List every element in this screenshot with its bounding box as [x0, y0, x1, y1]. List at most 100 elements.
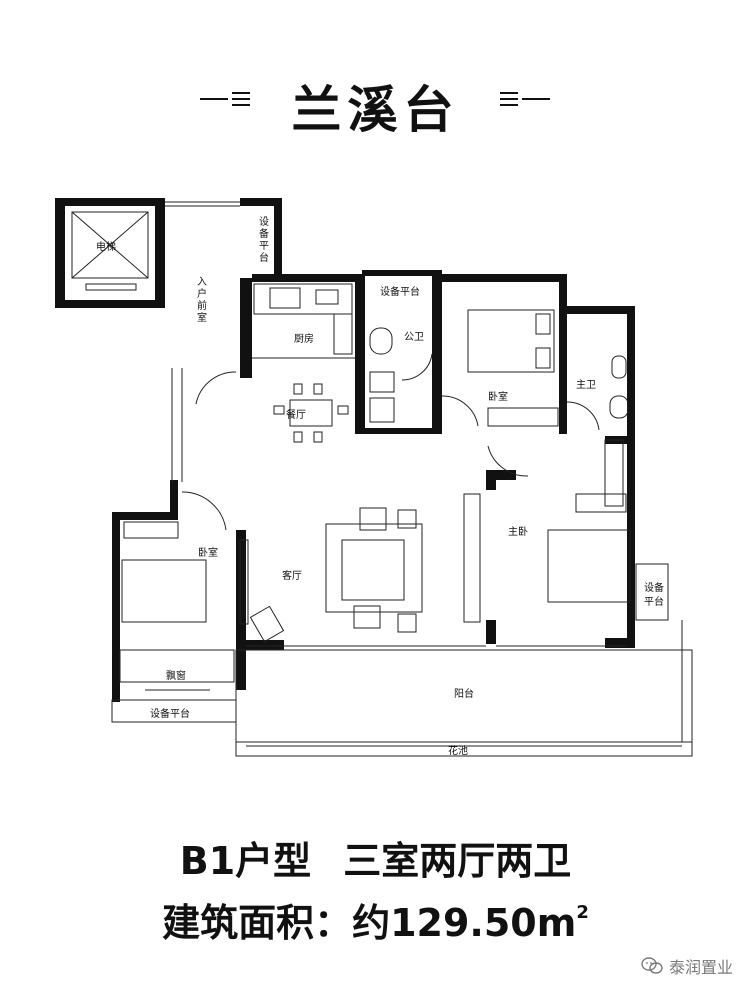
- wall: [355, 274, 365, 434]
- room-label-equip-right: 设备平台: [644, 583, 664, 608]
- title-deco-line: [232, 104, 250, 106]
- title-deco-line: [500, 104, 518, 106]
- room-label-bay-window: 飘窗: [166, 671, 186, 682]
- armchair: [353, 605, 381, 629]
- wall: [605, 638, 635, 648]
- wardrobe: [123, 521, 179, 539]
- wall: [112, 512, 177, 520]
- door-arc: [441, 395, 479, 427]
- room-label-elevator: 电梯: [96, 242, 116, 253]
- room-label-bedroom-top: 卧室: [488, 392, 508, 403]
- wardrobe: [487, 407, 559, 427]
- appliance: [315, 289, 339, 305]
- elevator-cabin: [71, 211, 149, 279]
- header: 兰溪台: [0, 60, 751, 150]
- wall: [240, 278, 252, 378]
- watermark: 泰润置业: [641, 954, 733, 978]
- basin: [369, 397, 395, 423]
- chair: [337, 405, 349, 415]
- wall: [567, 306, 635, 314]
- wall: [236, 530, 246, 650]
- planter: [235, 741, 693, 757]
- wall: [274, 198, 282, 278]
- sink: [269, 287, 301, 309]
- bed: [121, 559, 207, 623]
- title-deco-line: [232, 92, 250, 94]
- chair: [293, 431, 303, 443]
- room-label-bedroom-left: 卧室: [198, 548, 218, 559]
- elevator-door: [85, 283, 137, 291]
- wall: [236, 640, 246, 690]
- window: [239, 539, 249, 625]
- wall: [362, 270, 442, 276]
- bed: [467, 309, 555, 373]
- outlines: [71, 201, 693, 757]
- page-title: 兰溪台: [291, 80, 460, 139]
- room-label-master-bedroom: 主卧: [508, 527, 528, 538]
- wall: [55, 300, 165, 308]
- basin: [609, 395, 629, 419]
- chair: [313, 383, 323, 395]
- wall: [170, 480, 178, 520]
- bed: [547, 529, 631, 603]
- wall: [236, 640, 284, 650]
- chair: [273, 405, 285, 415]
- pillow: [535, 313, 551, 335]
- coffee-table: [341, 539, 405, 601]
- toilet: [369, 327, 393, 355]
- wardrobe: [575, 493, 627, 513]
- washer: [369, 371, 395, 393]
- walls: [55, 198, 635, 702]
- bay-window: [119, 649, 235, 683]
- wardrobe: [604, 439, 624, 507]
- kitchen-counter: [253, 283, 353, 315]
- piano: [249, 605, 285, 643]
- title-deco-line: [500, 92, 518, 94]
- room-label-dining: 餐厅: [286, 410, 306, 421]
- wall: [252, 274, 362, 282]
- wall: [486, 470, 516, 480]
- room-label-equip-top-left: 设备平台: [259, 217, 269, 264]
- toilet: [611, 355, 627, 379]
- unit-area: 建筑面积：约129.50m2: [0, 892, 751, 947]
- equipment-platform: [635, 563, 669, 621]
- wall: [442, 274, 567, 282]
- side-table: [397, 509, 417, 529]
- wall: [486, 620, 496, 644]
- door-arc: [566, 401, 600, 431]
- side-table: [397, 613, 417, 633]
- room-label-entrance: 入户前室: [197, 277, 207, 324]
- wall: [55, 198, 65, 308]
- tv-cabinet: [463, 493, 481, 623]
- room-label-balcony: 阳台: [454, 689, 474, 700]
- title-deco-line: [522, 98, 550, 100]
- room-label-planter: 花池: [448, 746, 468, 757]
- wall: [627, 436, 635, 646]
- rug: [325, 523, 423, 613]
- title-deco-line: [200, 98, 228, 100]
- wall: [112, 512, 120, 702]
- area-label: 建筑面积：约129.50m: [162, 901, 577, 945]
- wall: [240, 198, 282, 206]
- floor-plan-drawing: [55, 198, 693, 757]
- chair: [313, 431, 323, 443]
- room-label-master-bath: 主卫: [576, 380, 596, 391]
- door-arc: [401, 353, 433, 381]
- wall: [362, 428, 440, 434]
- unit-summary: B1户型三室两厅两卫: [0, 830, 751, 885]
- armchair: [359, 507, 387, 531]
- unit-layout: 三室两厅两卫: [343, 839, 572, 883]
- door-arc: [181, 491, 227, 531]
- title-deco-line: [232, 98, 250, 100]
- room-label-public-bath: 公卫: [404, 332, 424, 343]
- dining-table: [289, 399, 333, 427]
- wall: [432, 276, 442, 434]
- room-label-living: 客厅: [282, 571, 302, 582]
- pillow: [535, 347, 551, 369]
- title-deco-line: [500, 98, 518, 100]
- chair: [293, 383, 303, 395]
- door-arc: [487, 445, 529, 477]
- wechat-icon: [641, 957, 663, 974]
- watermark-text: 泰润置业: [668, 958, 733, 977]
- elevator-cross: [71, 211, 149, 279]
